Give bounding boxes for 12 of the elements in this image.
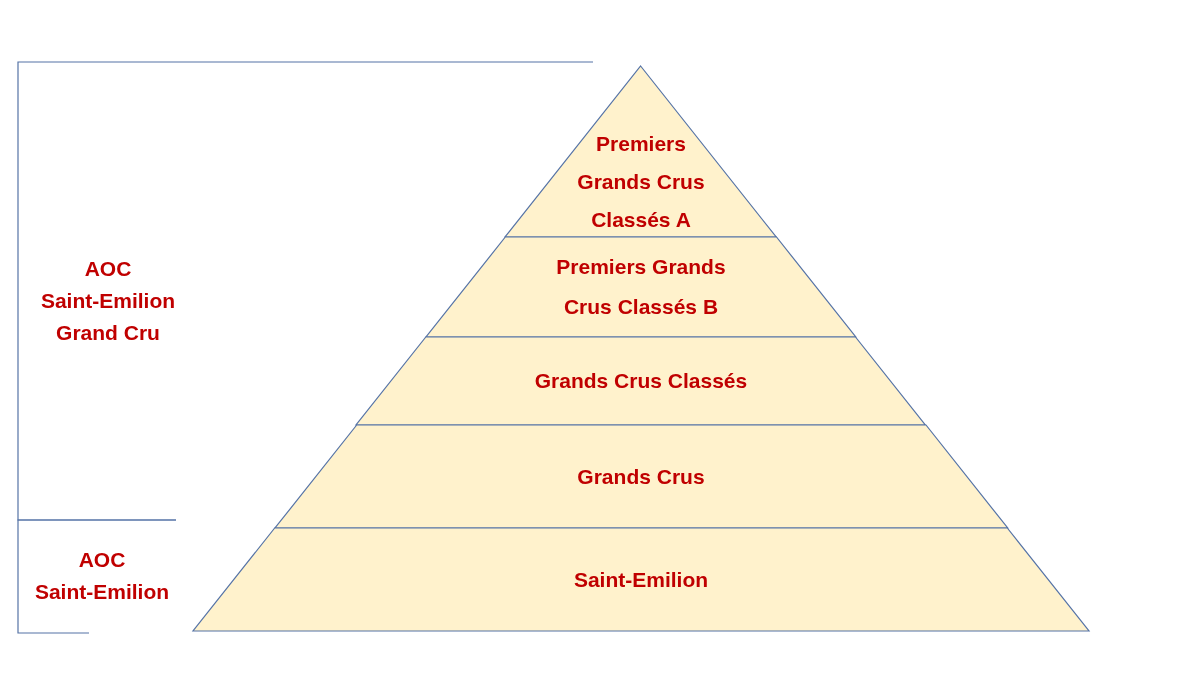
tier-label: Premiers Grands Crus Classés A	[576, 131, 706, 234]
tier-label: Premiers Grands Crus Classés B	[555, 254, 727, 320]
tier-label: Saint-Emilion	[573, 566, 709, 593]
pyramid-tier	[426, 237, 856, 337]
pyramid-apex	[505, 66, 777, 237]
pyramid-tier	[274, 425, 1008, 528]
tier-label: Grands Crus Classés	[534, 368, 748, 394]
bracket-label: AOC Saint-Emilion Grand Cru	[40, 256, 176, 346]
pyramid-tier	[356, 337, 926, 425]
pyramid-tier	[193, 528, 1089, 631]
tier-label: Grands Crus	[577, 463, 705, 490]
bracket-label: AOC Saint-Emilion	[34, 547, 170, 605]
